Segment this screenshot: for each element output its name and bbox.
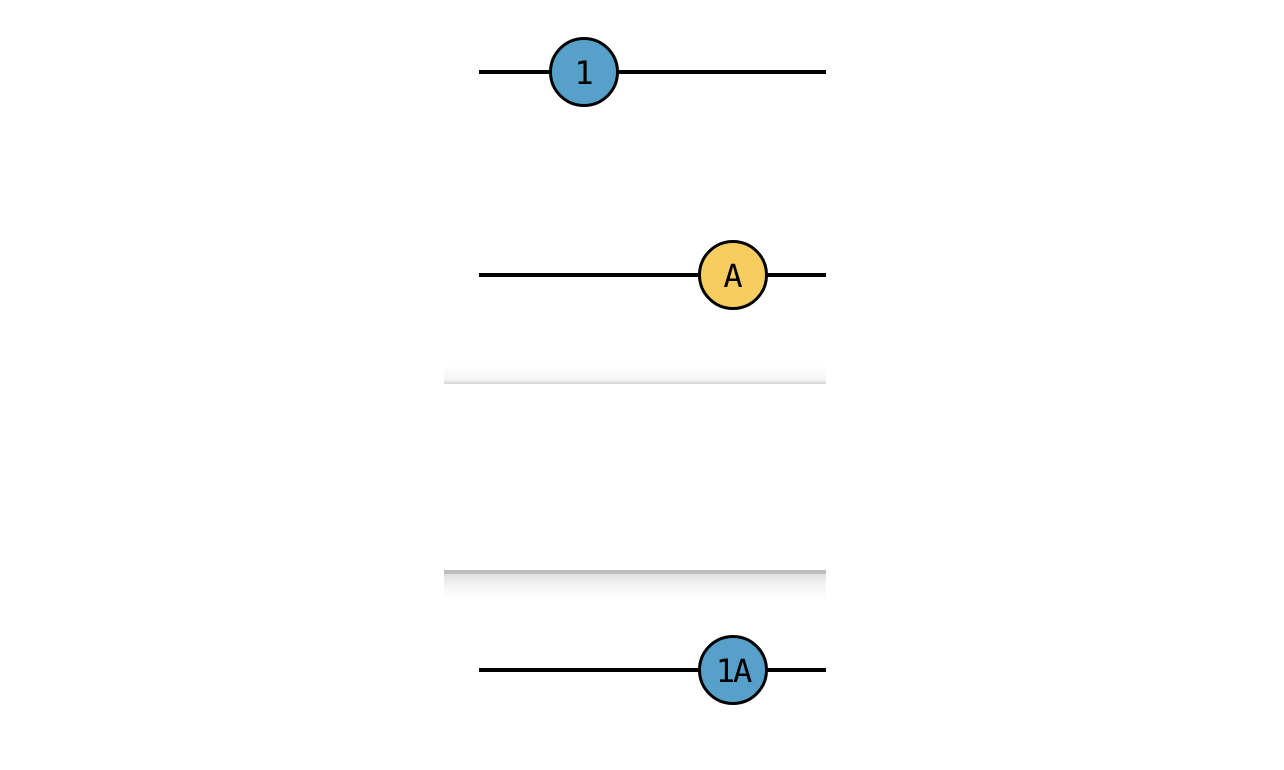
- track-line-1: [479, 70, 826, 74]
- station-node-1a[interactable]: 1A: [698, 635, 768, 705]
- track-line-3: [479, 668, 826, 672]
- top-panel: 1 A: [444, 0, 826, 383]
- station-node-a-label: A: [723, 257, 743, 295]
- station-node-1-label: 1: [574, 54, 594, 92]
- panel-divider-top: [444, 382, 826, 384]
- station-node-1a-label: 1A: [715, 652, 753, 690]
- bottom-panel: 1A: [444, 571, 826, 770]
- track-line-2: [479, 273, 826, 277]
- panel-divider-bottom: [444, 570, 826, 574]
- station-node-a[interactable]: A: [698, 240, 768, 310]
- empty-middle-panel: [444, 384, 826, 570]
- station-node-1[interactable]: 1: [549, 37, 619, 107]
